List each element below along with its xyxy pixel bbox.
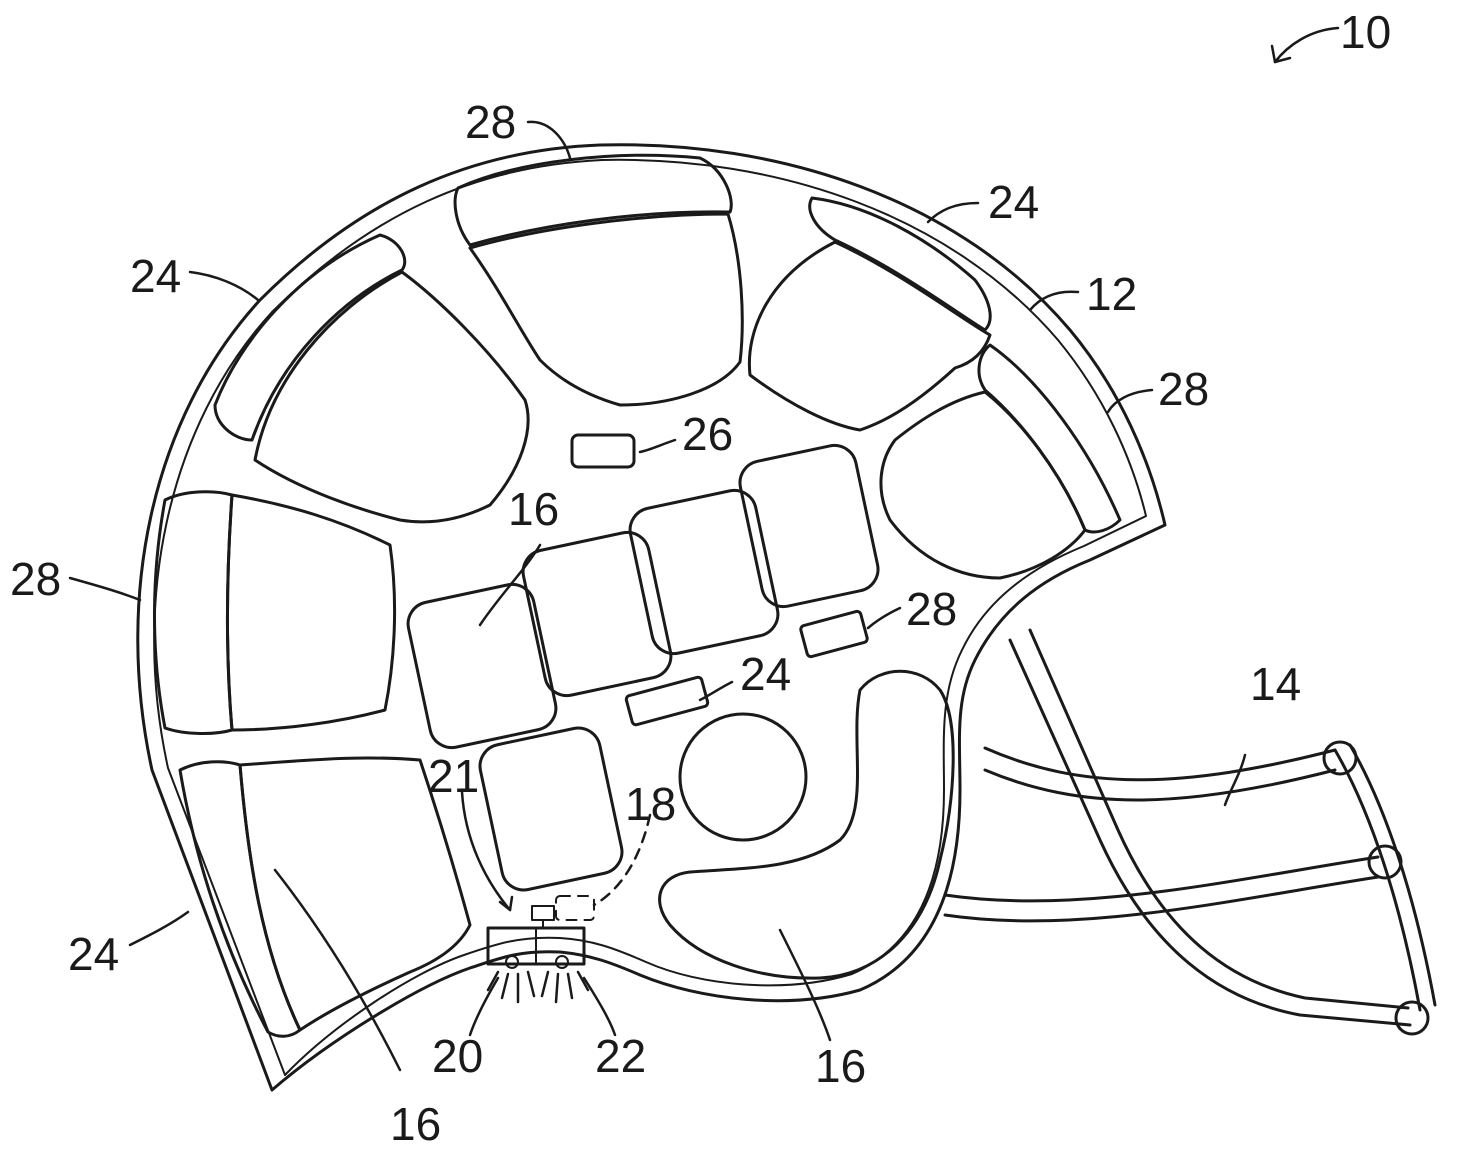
numeral-16-rear: 16 xyxy=(390,1098,441,1149)
numeral-24-bottom-left: 24 xyxy=(68,928,119,980)
leader-lines xyxy=(68,26,1340,1072)
helmet-shell xyxy=(136,143,1167,1092)
numeral-21: 21 xyxy=(428,750,479,802)
numeral-24-top-right: 24 xyxy=(988,176,1039,228)
numeral-10: 10 xyxy=(1340,6,1391,58)
facemask-bumpers xyxy=(1322,740,1430,1036)
component-24-center xyxy=(624,675,710,727)
numeral-14: 14 xyxy=(1250,658,1301,710)
reference-numerals: 10 12 14 16 16 16 18 21 20 22 24 24 24 2… xyxy=(10,6,1391,1149)
light-module xyxy=(486,895,595,1004)
numeral-20: 20 xyxy=(432,1030,483,1082)
numeral-28-center: 28 xyxy=(906,583,957,635)
numeral-28-right: 28 xyxy=(1158,363,1209,415)
facemask xyxy=(943,628,1437,1036)
numeral-26: 26 xyxy=(682,408,733,460)
component-28-center xyxy=(799,609,869,659)
numeral-28-top: 28 xyxy=(465,96,516,148)
numeral-16-jaw: 16 xyxy=(815,1040,866,1092)
numeral-16-center: 16 xyxy=(508,483,559,535)
component-26 xyxy=(570,433,636,469)
numeral-24-center: 24 xyxy=(740,648,791,700)
numeral-22: 22 xyxy=(595,1030,646,1082)
light-rays xyxy=(486,970,590,1004)
interior-pads xyxy=(226,212,1087,1032)
numeral-24-top-left: 24 xyxy=(130,250,181,302)
numeral-18: 18 xyxy=(625,778,676,830)
numeral-28-left: 28 xyxy=(10,553,61,605)
numeral-12: 12 xyxy=(1086,268,1137,320)
